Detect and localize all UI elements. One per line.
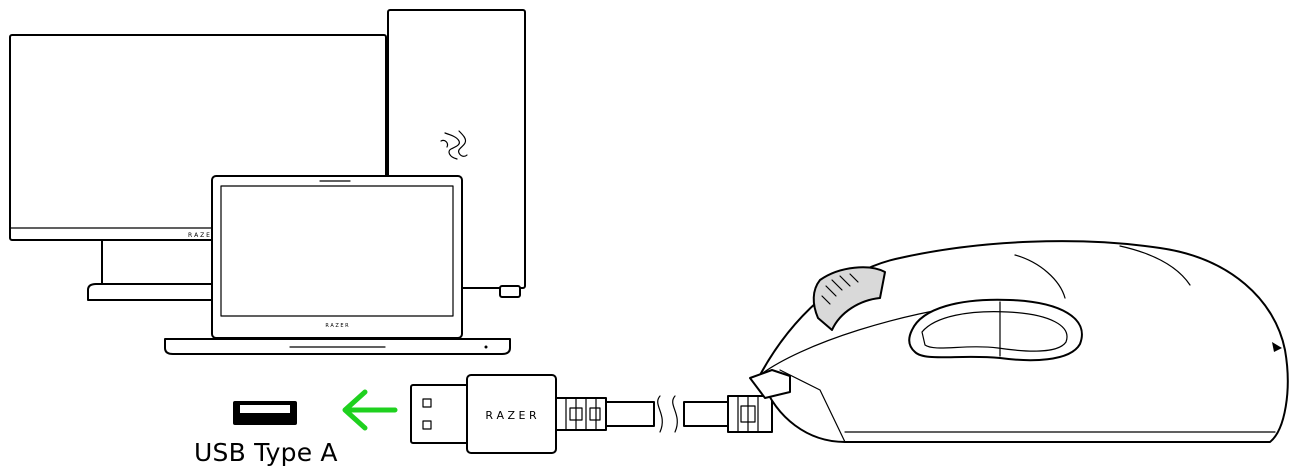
cable-brand: R A Z E R [485,409,537,422]
razer-logo-icon [440,130,468,160]
usb-cable-connector: R A Z E R [410,374,773,454]
mouse [749,240,1289,443]
laptop: R A Z E R [164,175,511,355]
left-arrow-icon [342,389,398,431]
usb-port-caption: USB Type A [194,438,338,467]
laptop-brand: R A Z E R [325,323,349,329]
monitor-brand: R A Z E R [188,232,216,239]
usb-port-icon [233,401,297,425]
